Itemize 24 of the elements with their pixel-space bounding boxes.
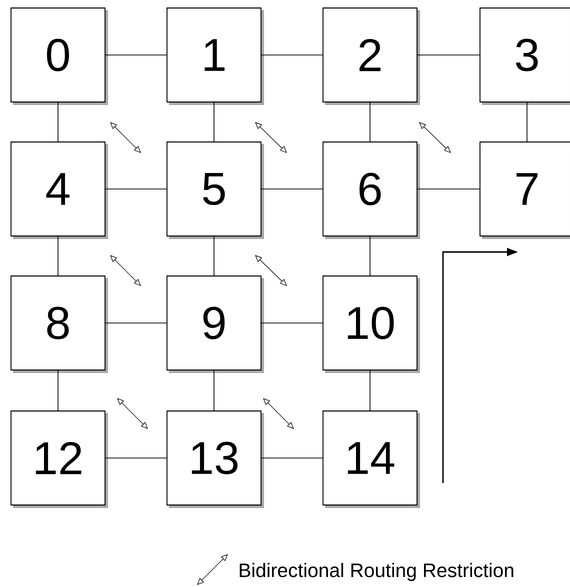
- router-box: 5: [166, 142, 264, 239]
- link-line: [261, 54, 323, 56]
- router-box: 9: [166, 276, 264, 373]
- legend-label: Bidirectional Routing Restriction: [240, 562, 514, 582]
- router-box: 10: [322, 276, 420, 373]
- router-box: 4: [10, 142, 108, 239]
- link-line: [526, 102, 528, 142]
- link-line: [105, 188, 167, 190]
- link-line: [417, 54, 480, 56]
- link-line: [417, 188, 480, 190]
- router-box: 7: [480, 142, 570, 239]
- link-line: [105, 54, 167, 56]
- link-line: [105, 322, 167, 324]
- link-line: [261, 188, 323, 190]
- router-box: 12: [10, 410, 108, 508]
- router-box: 3: [480, 8, 570, 105]
- router-box: 14: [322, 410, 420, 508]
- link-line: [261, 322, 323, 324]
- router-box: 1: [166, 8, 264, 105]
- router-box: 6: [322, 142, 420, 239]
- router-box: 2: [322, 8, 420, 105]
- router-box: 8: [10, 276, 108, 373]
- router-box: 13: [166, 410, 264, 508]
- router-box: 0: [10, 8, 108, 105]
